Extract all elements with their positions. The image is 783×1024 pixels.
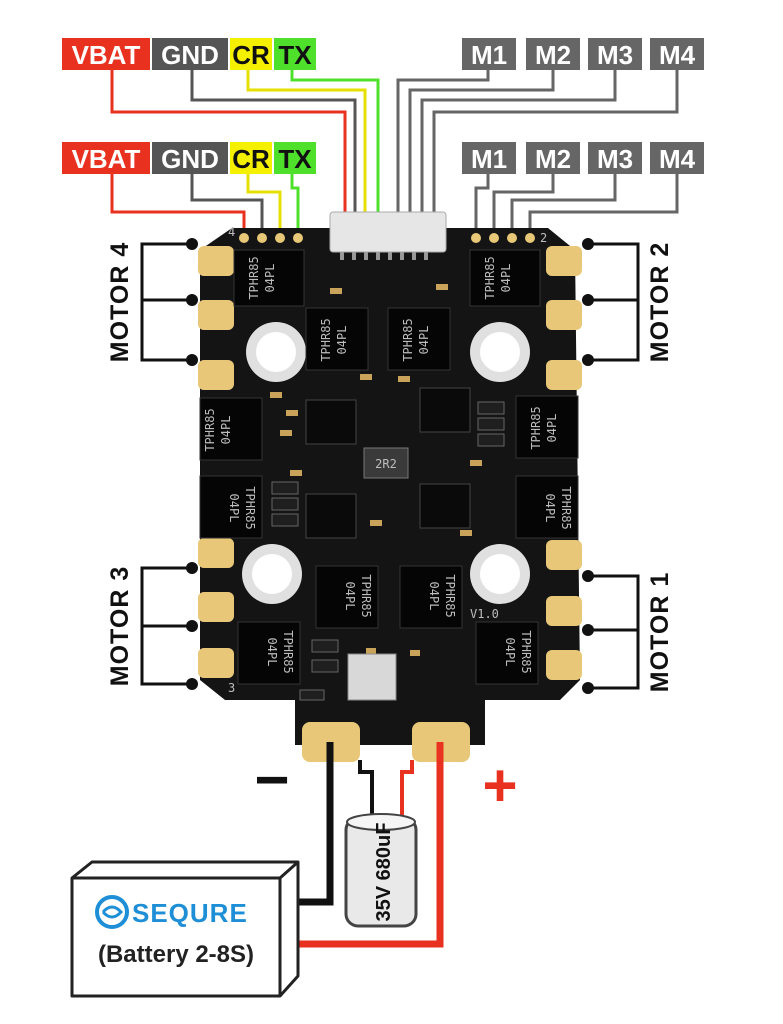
- corner-3-marker: 3: [228, 681, 235, 695]
- top-label-row: VBAT GND CR TX M1 M2 M3 M4: [62, 38, 704, 70]
- svg-text:TPHR85: TPHR85: [401, 318, 415, 361]
- label-m2-top: M2: [535, 40, 571, 70]
- battery-label: (Battery 2-8S): [98, 941, 254, 968]
- label-m3-pad: M3: [597, 144, 633, 174]
- negative-sign: −: [254, 746, 289, 813]
- svg-text:04PL: 04PL: [335, 326, 349, 355]
- label-gnd-top: GND: [161, 40, 219, 70]
- mounting-holes: [242, 322, 530, 604]
- pad-wires: [110, 172, 679, 232]
- capacitor: 35V 680uF: [344, 813, 418, 928]
- battery-brand: SEQURE: [132, 898, 248, 928]
- svg-text:04PL: 04PL: [543, 494, 557, 523]
- corner-2-marker: 2: [540, 231, 547, 245]
- motor-4-label: MOTOR 4: [106, 242, 134, 362]
- label-m2-pad: M2: [535, 144, 571, 174]
- inductor-2r2: [363, 447, 409, 479]
- svg-text:04PL: 04PL: [227, 494, 241, 523]
- motor-2-label: MOTOR 2: [646, 242, 674, 362]
- esc-board: 4 2 3: [198, 211, 582, 762]
- motor-bracket-dots: [186, 238, 594, 694]
- version-label: V1.0: [470, 607, 499, 621]
- motor-brackets: [140, 242, 640, 690]
- svg-text:04PL: 04PL: [343, 582, 357, 611]
- label-gnd-pad: GND: [161, 144, 219, 174]
- svg-text:04PL: 04PL: [417, 326, 431, 355]
- svg-text:04PL: 04PL: [499, 264, 513, 293]
- label-vbat-pad: VBAT: [72, 144, 141, 174]
- corner-4-marker: 4: [228, 225, 235, 239]
- svg-text:04PL: 04PL: [219, 416, 233, 445]
- label-m3-top: M3: [597, 40, 633, 70]
- svg-text:TPHR85: TPHR85: [319, 318, 333, 361]
- svg-text:TPHR85: TPHR85: [443, 574, 457, 617]
- label-m4-top: M4: [659, 40, 696, 70]
- label-tx-top: TX: [278, 40, 312, 70]
- motor-pads: [198, 246, 582, 680]
- label-cr-top: CR: [232, 40, 270, 70]
- signal-connector: [329, 211, 447, 253]
- svg-text:TPHR85: TPHR85: [559, 486, 573, 529]
- power-inductor: [347, 653, 397, 701]
- svg-text:TPHR85: TPHR85: [519, 630, 533, 673]
- label-cr-pad: CR: [232, 144, 270, 174]
- label-m1-pad: M1: [471, 144, 507, 174]
- svg-text:04PL: 04PL: [503, 638, 517, 667]
- svg-text:04PL: 04PL: [427, 582, 441, 611]
- mosfet-markings: TPHR85 04PL TPHR85 04PL TPHR85 04PL TPHR…: [203, 256, 573, 673]
- capacitor-arrays: [271, 401, 505, 701]
- driver-ics: [305, 387, 471, 539]
- svg-text:TPHR85: TPHR85: [203, 408, 217, 451]
- label-tx-pad: TX: [278, 144, 312, 174]
- svg-text:04PL: 04PL: [545, 414, 559, 443]
- signal-pads: [239, 233, 535, 243]
- svg-text:TPHR85: TPHR85: [243, 486, 257, 529]
- svg-text:TPHR85: TPHR85: [483, 256, 497, 299]
- label-vbat-top: VBAT: [72, 40, 141, 70]
- inductor-label: 2R2: [375, 457, 397, 471]
- positive-sign: +: [482, 752, 517, 819]
- svg-text:TPHR85: TPHR85: [359, 574, 373, 617]
- label-m1-top: M1: [471, 40, 507, 70]
- svg-text:04PL: 04PL: [265, 638, 279, 667]
- svg-text:04PL: 04PL: [263, 264, 277, 293]
- svg-text:TPHR85: TPHR85: [529, 406, 543, 449]
- motor-3-label: MOTOR 3: [106, 566, 134, 686]
- signal-wires: [110, 68, 679, 212]
- capacitor-label: 35V 680uF: [373, 823, 395, 922]
- pad-label-row: VBAT GND CR TX M1 M2 M3 M4: [62, 142, 704, 174]
- svg-text:TPHR85: TPHR85: [247, 256, 261, 299]
- battery-wires: [286, 742, 444, 948]
- label-m4-pad: M4: [659, 144, 696, 174]
- motor-1-label: MOTOR 1: [646, 572, 674, 692]
- battery: SEQURE (Battery 2-8S): [70, 860, 300, 998]
- sequre-logo-icon: [95, 895, 129, 929]
- svg-text:TPHR85: TPHR85: [281, 630, 295, 673]
- mosfet-chips: [199, 249, 579, 685]
